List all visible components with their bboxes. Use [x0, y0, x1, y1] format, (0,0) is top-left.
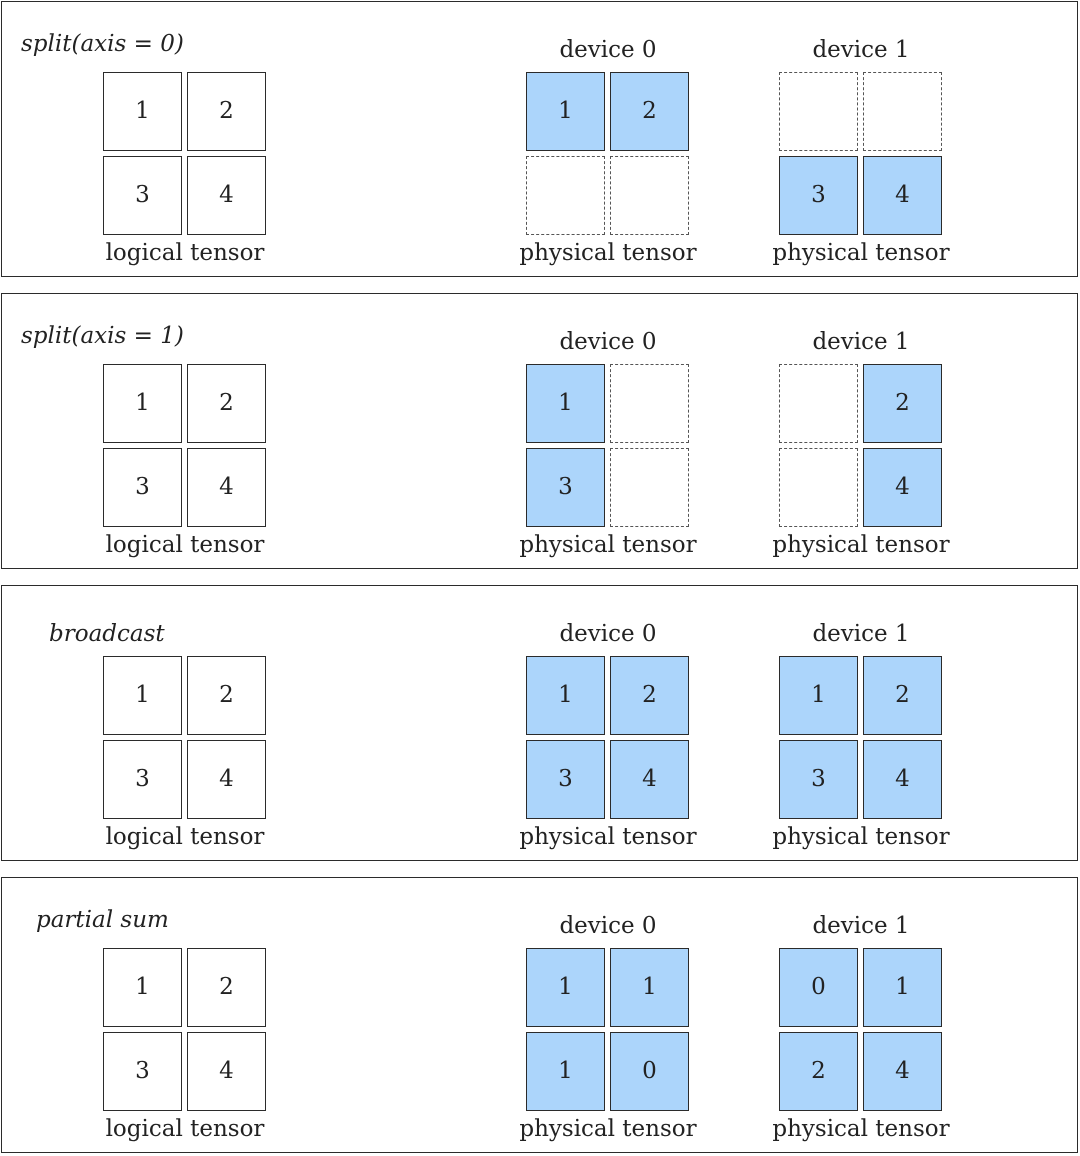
logical-cell: 3	[103, 448, 182, 527]
physical-cell: 2	[610, 656, 689, 735]
physical-cell: 3	[779, 740, 858, 819]
logical-cell: 2	[187, 72, 266, 151]
device-0-label: device 0	[559, 37, 657, 63]
physical-cell: 1	[863, 948, 942, 1027]
panel-title: broadcast	[49, 621, 165, 647]
device-1-grid: 2 4	[779, 364, 943, 528]
logical-tensor-label: logical tensor	[105, 1116, 265, 1142]
logical-tensor-label: logical tensor	[105, 532, 265, 558]
physical-tensor-label: physical tensor	[519, 532, 697, 558]
physical-cell: 2	[610, 72, 689, 151]
physical-tensor-label: physical tensor	[519, 240, 697, 266]
device-0-label: device 0	[559, 913, 657, 939]
physical-cell: 3	[779, 156, 858, 235]
physical-cell: 3	[526, 448, 605, 527]
logical-cell: 1	[103, 656, 182, 735]
physical-cell: 1	[526, 656, 605, 735]
physical-cell: 1	[526, 1032, 605, 1111]
device-0-label: device 0	[559, 621, 657, 647]
logical-cell: 1	[103, 948, 182, 1027]
logical-cell: 3	[103, 156, 182, 235]
panel-broadcast: broadcast 1 2 3 4 logical tensor device …	[1, 585, 1078, 861]
logical-cell: 4	[187, 156, 266, 235]
logical-cell: 2	[187, 364, 266, 443]
physical-cell	[526, 156, 605, 235]
logical-cell: 3	[103, 1032, 182, 1111]
panel-partial-sum: partial sum 1 2 3 4 logical tensor devic…	[1, 877, 1078, 1153]
logical-tensor-label: logical tensor	[105, 240, 265, 266]
physical-cell	[779, 364, 858, 443]
physical-tensor-label: physical tensor	[772, 1116, 950, 1142]
physical-cell: 1	[610, 948, 689, 1027]
logical-cell: 2	[187, 656, 266, 735]
physical-cell	[610, 156, 689, 235]
logical-tensor-grid: 1 2 3 4	[103, 656, 267, 820]
physical-cell: 0	[779, 948, 858, 1027]
device-1-grid: 1 2 3 4	[779, 656, 943, 820]
device-1-label: device 1	[812, 913, 910, 939]
physical-cell	[610, 448, 689, 527]
logical-cell: 4	[187, 740, 266, 819]
physical-cell: 4	[863, 156, 942, 235]
physical-cell: 2	[863, 364, 942, 443]
physical-cell: 1	[526, 948, 605, 1027]
logical-cell: 1	[103, 364, 182, 443]
physical-cell: 4	[863, 448, 942, 527]
panel-split-axis-1: split(axis = 1) 1 2 3 4 logical tensor d…	[1, 293, 1078, 569]
device-0-grid: 1 2 3 4	[526, 656, 690, 820]
logical-tensor-grid: 1 2 3 4	[103, 364, 267, 528]
device-0-grid: 1 3	[526, 364, 690, 528]
device-1-label: device 1	[812, 621, 910, 647]
logical-tensor-grid: 1 2 3 4	[103, 72, 267, 236]
device-1-label: device 1	[812, 329, 910, 355]
logical-cell: 1	[103, 72, 182, 151]
logical-tensor-grid: 1 2 3 4	[103, 948, 267, 1112]
panel-split-axis-0: split(axis = 0) 1 2 3 4 logical tensor d…	[1, 1, 1078, 277]
physical-tensor-label: physical tensor	[772, 532, 950, 558]
physical-cell: 2	[863, 656, 942, 735]
device-0-grid: 1 2	[526, 72, 690, 236]
physical-cell	[779, 448, 858, 527]
panel-title: split(axis = 0)	[21, 31, 184, 57]
logical-cell: 3	[103, 740, 182, 819]
physical-tensor-label: physical tensor	[772, 240, 950, 266]
physical-cell: 1	[526, 72, 605, 151]
physical-tensor-label: physical tensor	[519, 1116, 697, 1142]
logical-cell: 2	[187, 948, 266, 1027]
physical-cell: 1	[526, 364, 605, 443]
physical-cell: 0	[610, 1032, 689, 1111]
physical-cell: 1	[779, 656, 858, 735]
physical-cell: 4	[863, 1032, 942, 1111]
logical-cell: 4	[187, 1032, 266, 1111]
panel-title: partial sum	[36, 907, 169, 933]
device-1-grid: 0 1 2 4	[779, 948, 943, 1112]
physical-cell: 4	[610, 740, 689, 819]
physical-cell	[610, 364, 689, 443]
logical-cell: 4	[187, 448, 266, 527]
device-1-grid: 3 4	[779, 72, 943, 236]
device-0-grid: 1 1 1 0	[526, 948, 690, 1112]
logical-tensor-label: logical tensor	[105, 824, 265, 850]
physical-cell: 4	[863, 740, 942, 819]
physical-cell: 2	[779, 1032, 858, 1111]
device-0-label: device 0	[559, 329, 657, 355]
physical-tensor-label: physical tensor	[772, 824, 950, 850]
physical-tensor-label: physical tensor	[519, 824, 697, 850]
physical-cell	[779, 72, 858, 151]
physical-cell: 3	[526, 740, 605, 819]
device-1-label: device 1	[812, 37, 910, 63]
physical-cell	[863, 72, 942, 151]
panel-title: split(axis = 1)	[21, 323, 184, 349]
